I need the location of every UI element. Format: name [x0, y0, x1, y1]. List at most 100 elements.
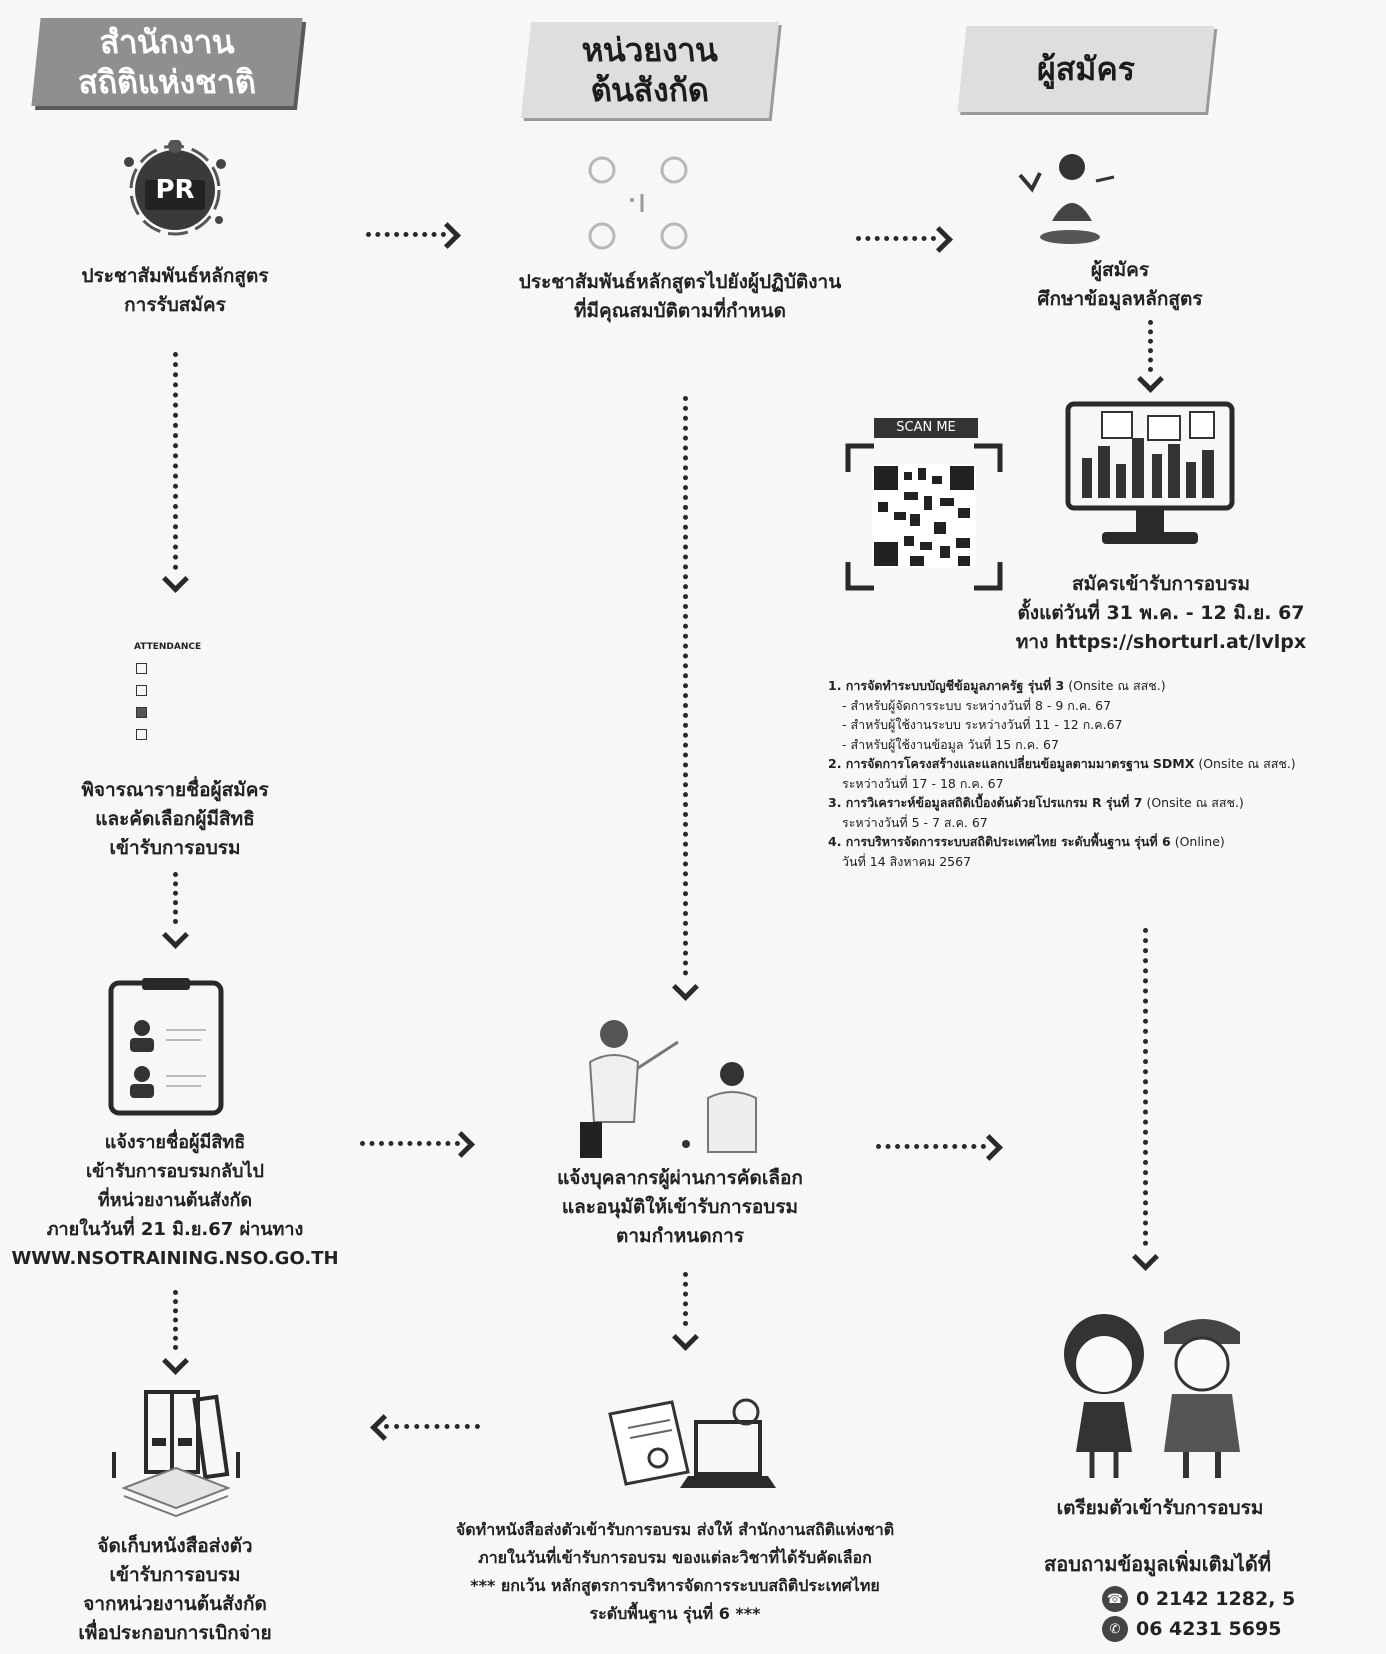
step-consider-line3: เข้ารับการอบรม: [109, 837, 241, 859]
applicant-person-icon: [1018, 154, 1115, 244]
arrow-notifystaff-to-letter-line: [683, 1272, 688, 1326]
step-notify-list-line5: WWW.NSOTRAINING.NSO.GO.TH: [11, 1248, 339, 1269]
arrow-notifystaff-to-prepare-head: [976, 1134, 1003, 1161]
arrow-prstaff-to-notify-head: [672, 974, 699, 1001]
attendance-checkbox-4: [136, 729, 147, 740]
step-consider-line2: และคัดเลือกผู้มีสิทธิ: [95, 808, 255, 830]
attendance-checkbox-3: [136, 707, 147, 718]
arrow-pr-to-consider-line: [173, 352, 178, 570]
step-notify-staff-line1: แจ้งบุคลากรผู้ผ่านการคัดเลือก: [557, 1167, 803, 1189]
contact-title: สอบถามข้อมูลเพิ่มเติมได้ที่: [1044, 1552, 1272, 1576]
arrow-notify-to-collect-head: [162, 1348, 189, 1375]
step-apply-line1: สมัครเข้ารับการอบรม: [1071, 573, 1251, 595]
arrow-prstaff-to-notify-line: [683, 396, 688, 976]
step-notify-list-line1: แจ้งรายชื่อผู้มีสิทธิ: [104, 1132, 246, 1153]
scan-me-label: SCAN ME: [874, 418, 978, 438]
arrow-consider-to-notify-head: [162, 922, 189, 949]
step-notify-list-line2: เข้ารับการอบรมกลับไป: [86, 1161, 264, 1182]
step-pr-course-line1: ประชาสัมพันธ์หลักสูตร: [81, 265, 269, 287]
attendance-icon: ATTENDANCE: [134, 642, 214, 740]
step-consider: พิจารณารายชื่อผู้สมัคร และคัดเลือกผู้มีส…: [40, 776, 310, 863]
pr-badge-text: PR: [155, 175, 195, 205]
header-agency: หน่วยงาน ต้นสังกัด: [520, 22, 780, 118]
contact-phone-row[interactable]: ☎ 0 2142 1282, 5: [1044, 1584, 1344, 1614]
course-1-detail-1: - สำหรับผู้จัดการระบบ ระหว่างวันที่ 8 - …: [842, 697, 1112, 713]
header-nso: สำนักงาน สถิติแห่งชาติ: [31, 18, 303, 106]
step-send-letter-line1: จัดทำหนังสือส่งตัวเข้ารับการอบรม ส่งให้ …: [455, 1520, 895, 1539]
step-send-letter: จัดทำหนังสือส่งตัวเข้ารับการอบรม ส่งให้ …: [380, 1516, 970, 1628]
step-collect-line1: จัดเก็บหนังสือส่งตัว: [97, 1535, 253, 1557]
arrow-apply-to-prepare-line: [1143, 928, 1148, 1246]
step-notify-list-line3: ที่หน่วยงานต้นสังกัด: [97, 1190, 253, 1211]
course-2: 2. การจัดการโครงสร้างและแลกเปลี่ยนข้อมูล…: [828, 754, 1378, 793]
course-2-title: 2. การจัดการโครงสร้างและแลกเปลี่ยนข้อมูล…: [828, 756, 1195, 771]
course-4-detail-1: วันที่ 14 สิงหาคม 2567: [842, 853, 972, 869]
letter-laptop-icon: [608, 1398, 776, 1488]
course-1-detail-3: - สำหรับผู้ใช้งานข้อมูล วันที่ 15 ก.ค. 6…: [842, 736, 1059, 752]
attendance-checkbox-1: [136, 663, 147, 674]
arrow-agency-to-applicant-head: [926, 226, 953, 253]
step-send-letter-line2: ภายในวันที่เข้ารับการอบรม ของแต่ละวิชาที…: [478, 1548, 872, 1567]
arrow-pr-to-consider-head: [162, 566, 189, 593]
step-pr-to-staff-line2: ที่มีคุณสมบัติตามที่กำหนด: [574, 300, 786, 322]
course-4-mode: (Online): [1170, 834, 1225, 849]
header-applicant-line1: ผู้สมัคร: [1037, 50, 1135, 88]
step-notify-list: แจ้งรายชื่อผู้มีสิทธิ เข้ารับการอบรมกลับ…: [10, 1128, 340, 1273]
step-notify-staff-line3: ตามกำหนดการ: [616, 1225, 744, 1247]
step-pr-course: ประชาสัมพันธ์หลักสูตร การรับสมัคร: [40, 262, 310, 320]
step-pr-to-staff-line1: ประชาสัมพันธ์หลักสูตรไปยังผู้ปฏิบัติงาน: [518, 271, 842, 293]
contact-mobile: 06 4231 5695: [1136, 1618, 1282, 1640]
step-pr-to-staff: ประชาสัมพันธ์หลักสูตรไปยังผู้ปฏิบัติงาน …: [470, 268, 890, 326]
arrow-consider-to-notify-line: [173, 872, 178, 924]
people-network-icon: [588, 156, 688, 250]
step-notify-staff: แจ้งบุคลากรผู้ผ่านการคัดเลือก และอนุมัติ…: [510, 1164, 850, 1251]
pr-badge-icon: [124, 140, 226, 236]
attendance-icon-label: ATTENDANCE: [134, 642, 202, 652]
course-1-mode: (Onsite ณ สสช.): [1064, 678, 1166, 693]
mascots-icon: [1064, 1314, 1240, 1478]
attendance-checkbox-2: [136, 685, 147, 696]
course-3-title: 3. การวิเคราะห์ข้อมูลสถิติเบื้องต้นด้วยโ…: [828, 795, 1143, 810]
header-applicant: ผู้สมัคร: [957, 26, 1215, 112]
arrow-nso-to-agency-line: [366, 232, 446, 237]
course-list: 1. การจัดทำระบบบัญชีข้อมูลภาครัฐ รุ่นที่…: [828, 676, 1378, 871]
course-3-detail-1: ระหว่างวันที่ 5 - 7 ส.ค. 67: [842, 814, 988, 830]
step-collect: จัดเก็บหนังสือส่งตัว เข้ารับการอบรม จากห…: [40, 1532, 310, 1648]
contact-info: สอบถามข้อมูลเพิ่มเติมได้ที่ ☎ 0 2142 128…: [1044, 1548, 1344, 1644]
step-prepare: เตรียมตัวเข้ารับการอบรม: [1010, 1494, 1310, 1523]
step-collect-line3: จากหน่วยงานต้นสังกัด: [83, 1593, 267, 1615]
arrow-study-to-apply-head: [1137, 366, 1164, 393]
arrow-notifylist-to-notifystaff-line: [360, 1141, 460, 1146]
binders-documents-icon: [112, 1390, 240, 1518]
arrow-notify-to-collect-line: [173, 1290, 178, 1350]
step-collect-line2: เข้ารับการอบรม: [109, 1564, 241, 1586]
course-4-heading: 4. การบริหารจัดการระบบสถิติประเทศไทย ระด…: [828, 832, 1378, 852]
step-collect-line4: เพื่อประกอบการเบิกจ่าย: [78, 1622, 272, 1644]
step-send-letter-line4: ระดับพื้นฐาน รุ่นที่ 6 ***: [589, 1604, 761, 1623]
arrow-notifystaff-to-prepare-line: [876, 1144, 986, 1149]
step-apply: สมัครเข้ารับการอบรม ตั้งแต่วันที่ 31 พ.ค…: [996, 570, 1326, 657]
arrow-nso-to-agency-head: [434, 222, 461, 249]
arrow-agency-to-applicant-line: [856, 236, 936, 241]
step-pr-course-line2: การรับสมัคร: [124, 294, 226, 316]
approval-people-icon: [580, 1020, 757, 1158]
arrow-letter-to-collect-head: [370, 1414, 397, 1441]
qr-code-icon[interactable]: [844, 442, 1004, 592]
step-study-info-line1: ผู้สมัคร: [1090, 259, 1150, 281]
course-1: 1. การจัดทำระบบบัญชีข้อมูลภาครัฐ รุ่นที่…: [828, 676, 1378, 754]
clipboard-list-icon: [108, 978, 224, 1116]
step-prepare-label: เตรียมตัวเข้ารับการอบรม: [1056, 1497, 1264, 1519]
course-3-heading: 3. การวิเคราะห์ข้อมูลสถิติเบื้องต้นด้วยโ…: [828, 793, 1378, 813]
step-study-info-line2: ศึกษาข้อมูลหลักสูตร: [1037, 288, 1203, 310]
header-agency-line2: ต้นสังกัด: [589, 71, 711, 109]
header-nso-line1: สำนักงาน: [97, 23, 237, 61]
step-apply-line3[interactable]: ทาง https://shorturl.at/lvlpx: [1015, 631, 1307, 653]
contact-phone: 0 2142 1282, 5: [1136, 1588, 1296, 1610]
course-2-mode: (Onsite ณ สสช.): [1194, 756, 1296, 771]
step-study-info: ผู้สมัคร ศึกษาข้อมูลหลักสูตร: [990, 256, 1250, 314]
course-3-mode: (Onsite ณ สสช.): [1142, 795, 1244, 810]
contact-mobile-row[interactable]: ✆ 06 4231 5695: [1044, 1614, 1344, 1644]
phone-icon: ☎: [1102, 1586, 1128, 1612]
arrow-study-to-apply-line: [1148, 320, 1153, 372]
step-send-letter-line3: *** ยกเว้น หลักสูตรการบริหารจัดการระบบสถ…: [470, 1576, 880, 1595]
